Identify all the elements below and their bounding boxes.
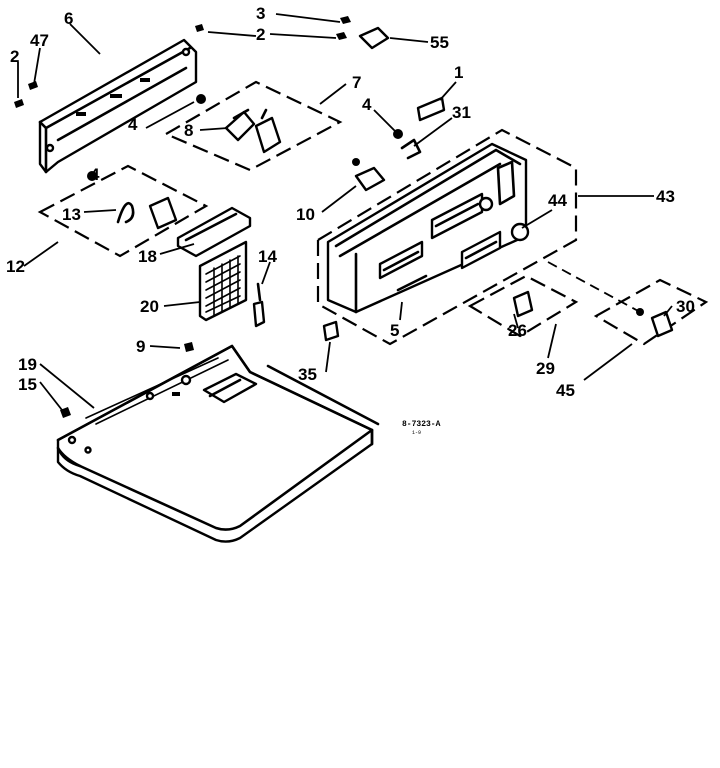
part-18-lint-cover <box>176 206 252 258</box>
callout-8: 8 <box>184 121 193 140</box>
callout-15: 15 <box>18 375 37 394</box>
part-30-knob <box>650 310 674 338</box>
callout-3: 3 <box>256 4 265 23</box>
callout-7: 7 <box>352 73 361 92</box>
group-45-box <box>593 278 709 346</box>
callout-6: 6 <box>64 9 73 28</box>
callout-43: 43 <box>656 187 675 206</box>
drawing-code-sub: 1-9 <box>412 430 421 436</box>
callout-20: 20 <box>140 297 159 316</box>
callout-12: 12 <box>6 257 25 276</box>
callout-19: 19 <box>18 355 37 374</box>
callout-30: 30 <box>676 297 695 316</box>
part-10-switch <box>352 158 386 192</box>
callout-35: 35 <box>298 365 317 384</box>
callout-31: 31 <box>452 103 471 122</box>
part-55-bracket <box>336 16 390 50</box>
callout-2-top: 2 <box>256 25 265 44</box>
callout-14: 14 <box>258 247 277 266</box>
callout-13: 13 <box>62 205 81 224</box>
callout-55: 55 <box>430 33 449 52</box>
callout-45: 45 <box>556 381 575 400</box>
part-13-harness <box>87 171 178 230</box>
callout-4-top: 4 <box>128 115 138 134</box>
callout-1: 1 <box>454 63 463 82</box>
part-35-leveler <box>322 320 340 342</box>
callout-10: 10 <box>296 205 315 224</box>
callout-4-mid: 4 <box>362 95 372 114</box>
callout-labels: 3 2 55 6 47 2 7 1 4 8 4 31 4 10 13 12 14… <box>6 4 695 400</box>
callout-5: 5 <box>390 321 399 340</box>
main-top-frame <box>38 38 198 174</box>
group-29-box <box>467 274 579 338</box>
part-31-clip <box>400 138 422 160</box>
callout-2-left: 2 <box>10 47 19 66</box>
drawing-code: 8-7323-A <box>402 420 441 429</box>
frame-screws <box>14 24 204 108</box>
callout-29: 29 <box>536 359 555 378</box>
group-43-box <box>316 128 578 346</box>
part-9-screw <box>184 342 194 352</box>
part-1-label <box>416 96 446 122</box>
part-14-screw <box>252 300 266 328</box>
callout-9: 9 <box>136 337 145 356</box>
group-12-box <box>37 164 209 258</box>
callout-26: 26 <box>508 321 527 340</box>
part-20-lint-screen <box>198 240 248 322</box>
callout-18: 18 <box>138 247 157 266</box>
part-26-knob <box>512 290 534 318</box>
console-backsplash <box>326 142 530 314</box>
callout-47: 47 <box>30 31 49 50</box>
part-8-switch <box>196 94 282 154</box>
callout-44: 44 <box>548 191 567 210</box>
callout-4-left: 4 <box>90 165 100 184</box>
group-7-box <box>163 80 343 172</box>
part-15-screw <box>60 407 71 418</box>
leader-lines <box>17 13 673 411</box>
top-panel <box>56 344 380 543</box>
